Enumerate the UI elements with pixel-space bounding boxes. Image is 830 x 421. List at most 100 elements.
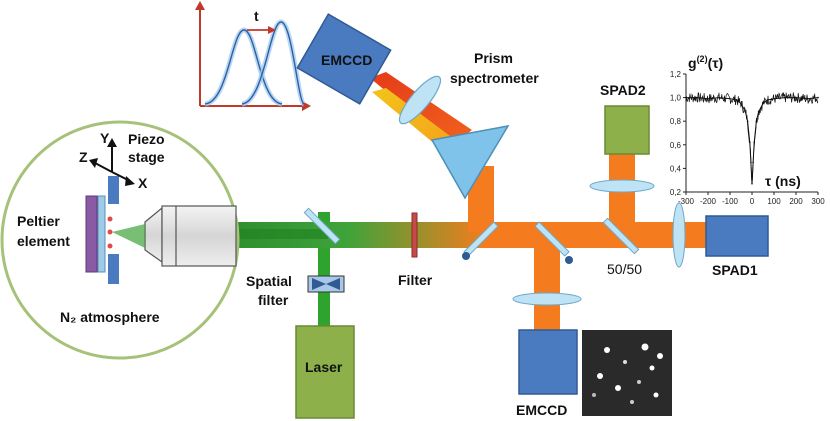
- inset-y-arrowhead: [195, 1, 205, 10]
- g2-data-point: [762, 102, 764, 105]
- g2-data-point: [755, 120, 758, 122]
- spatial-filter-label-line1: Spatial: [246, 273, 292, 289]
- g2-data-point: [729, 98, 731, 100]
- piezo-label-line2: stage: [128, 149, 165, 165]
- filter-label: Filter: [398, 272, 433, 288]
- chart-y-tick-label: 0,6: [670, 141, 682, 150]
- laser-label: Laser: [305, 359, 343, 375]
- emccd-bottom-body: [518, 329, 578, 395]
- chart-title-tail: (τ): [708, 55, 724, 71]
- laser-body: [295, 325, 355, 419]
- emission-beam-to-emccd: [534, 240, 560, 334]
- emitter-spot: [597, 373, 603, 379]
- g2-data-point: [746, 120, 749, 122]
- axis-z-label: Z: [79, 149, 88, 165]
- axis-x-arrowhead: [125, 176, 135, 186]
- prism-lens: [398, 75, 442, 125]
- chart-y-tick-label: 0,2: [670, 188, 682, 197]
- g2-data-point: [795, 96, 797, 99]
- piezo-block-bottom: [108, 254, 119, 284]
- chart-x-tick-label: 100: [767, 197, 781, 206]
- piezo-block-top: [108, 176, 119, 204]
- spad1-body: [705, 215, 769, 257]
- spad2-label: SPAD2: [600, 82, 646, 98]
- g2-data-point: [752, 161, 754, 164]
- g2-data-point: [753, 141, 755, 144]
- enclosure-circle: [0, 120, 240, 360]
- chart-x-tick-label: -300: [678, 197, 695, 206]
- inset-x-arrowhead: [302, 101, 311, 111]
- time-label: t: [254, 8, 259, 24]
- emccd-top-body: [296, 13, 392, 105]
- peak-1-line: [204, 29, 283, 105]
- g2-data-point: [750, 161, 752, 164]
- objective-tip: [144, 206, 163, 264]
- spatial-filter-cone-right: [326, 278, 340, 290]
- chart-y-tick-label: 1,0: [670, 94, 682, 103]
- spatial-filter-label-line2: filter: [258, 292, 289, 308]
- time-shift-inset: t: [195, 1, 311, 111]
- emitter-spot: [604, 347, 610, 353]
- n2-atmosphere-label: N₂ atmosphere: [60, 309, 160, 325]
- spatial-filter-cone-left: [312, 278, 326, 290]
- dichroic-mirror: [303, 207, 341, 245]
- emitter-spot: [592, 393, 596, 397]
- objective-body: [161, 205, 237, 267]
- g2-data-point: [773, 98, 775, 100]
- emitter-spot: [615, 385, 621, 391]
- chart-trace: [685, 92, 819, 185]
- chart-x-tick-label: -100: [722, 197, 739, 206]
- sample-holder: [97, 195, 106, 273]
- optics: Filter Spatial filter 50/50: [246, 179, 686, 308]
- g2-data-point: [806, 98, 808, 100]
- g2-data-point: [817, 96, 819, 99]
- chart-y-tick-label: 1,2: [670, 70, 682, 79]
- peltier-element: [85, 195, 98, 273]
- g2-series-line: [686, 97, 819, 184]
- g2-data-point: [744, 111, 747, 113]
- peltier-label-line2: element: [17, 233, 70, 249]
- g2-data-point: [749, 141, 751, 144]
- emccd-bottom: EMCCD: [516, 329, 672, 418]
- lens-emccd-bottom: [512, 292, 582, 306]
- camera-spots: [592, 343, 663, 404]
- g2-data-point: [766, 99, 769, 101]
- lens-spad1: [672, 202, 686, 268]
- sample-enclosure: Y Z X Piezo stage Peltier element N₂ atm…: [0, 120, 240, 360]
- emitter-spot: [623, 360, 627, 364]
- axis-z-arrowhead: [89, 158, 98, 168]
- piezo-label-line1: Piezo: [128, 131, 165, 147]
- flip-mirror-2: [534, 221, 570, 257]
- spad1: SPAD1: [705, 215, 769, 278]
- camera-image: [582, 330, 672, 416]
- peak-2-line: [241, 21, 305, 105]
- g2-data-point: [735, 99, 738, 101]
- prism-label-line2: spectrometer: [450, 70, 539, 86]
- chart-y-tick-label: 0,4: [670, 164, 682, 173]
- chart-y-tick-label: 0,8: [670, 117, 682, 126]
- lens-spad2: [589, 179, 655, 193]
- emitter-spot: [637, 380, 641, 384]
- emitter-spot: [657, 353, 663, 359]
- sample-dot: [107, 243, 113, 249]
- emccd-top: EMCCD: [296, 13, 392, 105]
- spectrum-yellow: [372, 88, 458, 150]
- chart-x-label: τ (ns): [765, 173, 801, 189]
- prism: [430, 124, 510, 200]
- g2-data-point: [757, 111, 760, 113]
- emccd-top-label: EMCCD: [321, 52, 372, 68]
- prism-label-line1: Prism: [474, 50, 513, 66]
- emitter-spot: [653, 392, 659, 398]
- beamsplitter: [602, 217, 640, 255]
- axis-z-line: [94, 162, 113, 173]
- emitter-spot: [649, 365, 655, 371]
- axis-y-label: Y: [100, 130, 110, 146]
- emission-beam-horizontal: [480, 222, 710, 248]
- peltier-label-line1: Peltier: [17, 213, 60, 229]
- flip-mirror-2-pivot: [565, 256, 573, 264]
- filter: [411, 212, 418, 258]
- emccd-bottom-label: EMCCD: [516, 402, 567, 418]
